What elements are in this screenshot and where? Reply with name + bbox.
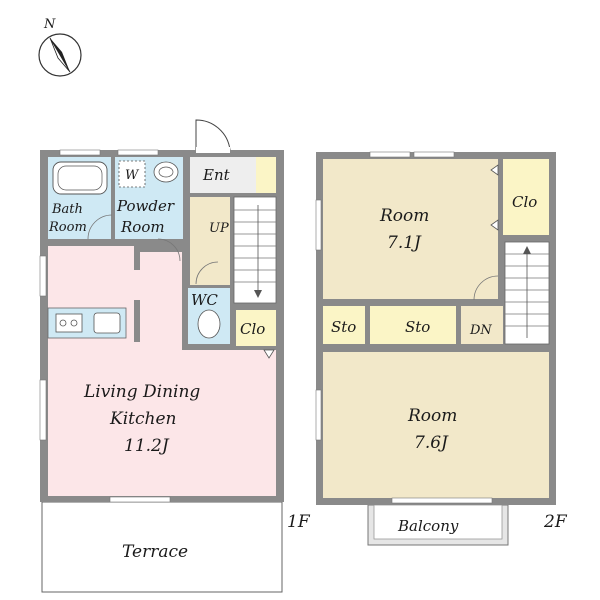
entrance-door-opening <box>196 147 230 153</box>
ldk-label-3: 11.2J <box>124 436 170 456</box>
stairs-1f <box>233 196 277 304</box>
ldk-label-2: Kitchen <box>109 409 176 429</box>
toilet-icon <box>197 309 221 339</box>
stair-arrow-head <box>523 246 531 254</box>
washer-space <box>118 160 146 188</box>
door-swing <box>473 275 499 301</box>
closet-1f-area <box>236 310 276 346</box>
closet-door-mark <box>263 349 275 359</box>
closet-2f-area <box>503 159 549 235</box>
window <box>117 149 159 156</box>
room-north-label-2: 7.1J <box>387 233 422 253</box>
stair-treads <box>234 209 276 283</box>
bathtub-icon <box>52 161 108 195</box>
powder-label-2: Room <box>120 218 165 236</box>
bath-label-2: Room <box>48 220 87 235</box>
wc-label: WC <box>191 291 218 309</box>
window <box>315 389 322 441</box>
window <box>369 151 411 158</box>
ldk-label-1: Living Dining <box>83 382 200 402</box>
terrace-label: Terrace <box>122 542 188 562</box>
storage-1-label: Sto <box>331 318 356 336</box>
storage-2-area <box>370 306 456 344</box>
floor-1: Bath Room W Powder Room Ent UP WC Clo Li… <box>39 119 311 593</box>
closet-door-mark <box>490 164 499 176</box>
window <box>391 497 493 504</box>
up-label: UP <box>209 221 229 236</box>
down-hall-area <box>461 306 503 344</box>
floor2-label: 2F <box>543 512 568 532</box>
bath-label-1: Bath <box>51 202 83 217</box>
room-north-label-1: Room <box>379 206 429 226</box>
storage-2-label: Sto <box>405 318 430 336</box>
entrance-closet <box>256 157 276 193</box>
bath-powder-divider <box>111 157 115 239</box>
down-label: DN <box>469 323 492 338</box>
floor1-label: 1F <box>287 512 311 532</box>
closet-door-mark <box>490 219 499 231</box>
entrance-area <box>190 157 256 193</box>
window <box>109 496 171 503</box>
stair-arrow-head <box>254 290 262 298</box>
entrance-label: Ent <box>202 166 231 184</box>
entrance-door-swing <box>195 119 231 151</box>
room-south-label-1: Room <box>407 406 457 426</box>
compass-label: N <box>43 17 56 32</box>
balcony-label: Balcony <box>397 517 459 535</box>
partition-wall <box>134 246 140 270</box>
bathtub-inner-icon <box>57 165 103 191</box>
compass-needle-light <box>49 37 71 73</box>
window <box>315 199 322 251</box>
window <box>59 149 101 156</box>
washer-label: W <box>125 168 140 183</box>
floor-2: Room 7.1J Clo Sto Sto DN Room 7.6J Balco… <box>315 151 568 546</box>
door-swing <box>195 261 219 285</box>
window <box>39 379 47 441</box>
room-north-area <box>323 159 498 299</box>
partition-wall <box>134 300 140 342</box>
room-south-label-2: 7.6J <box>414 433 449 453</box>
storage-1-area <box>323 306 365 344</box>
powder-label-1: Powder <box>116 197 175 215</box>
door-swing <box>157 238 181 262</box>
hall-area <box>190 197 230 285</box>
terrace-area <box>41 501 283 593</box>
washbasin-bowl-icon <box>158 166 174 178</box>
washbasin-icon <box>153 161 179 183</box>
compass: N <box>38 17 82 77</box>
window <box>39 255 47 297</box>
closet-1f-label: Clo <box>240 320 265 338</box>
stove-burner-icon <box>59 319 67 327</box>
door-swing <box>87 214 113 240</box>
window <box>413 151 455 158</box>
room-south-area <box>323 352 549 498</box>
closet-2f-label: Clo <box>512 193 537 211</box>
stove-icon <box>55 313 83 333</box>
stove-burner-icon <box>70 319 78 327</box>
kitchen-sink-icon <box>93 312 121 334</box>
